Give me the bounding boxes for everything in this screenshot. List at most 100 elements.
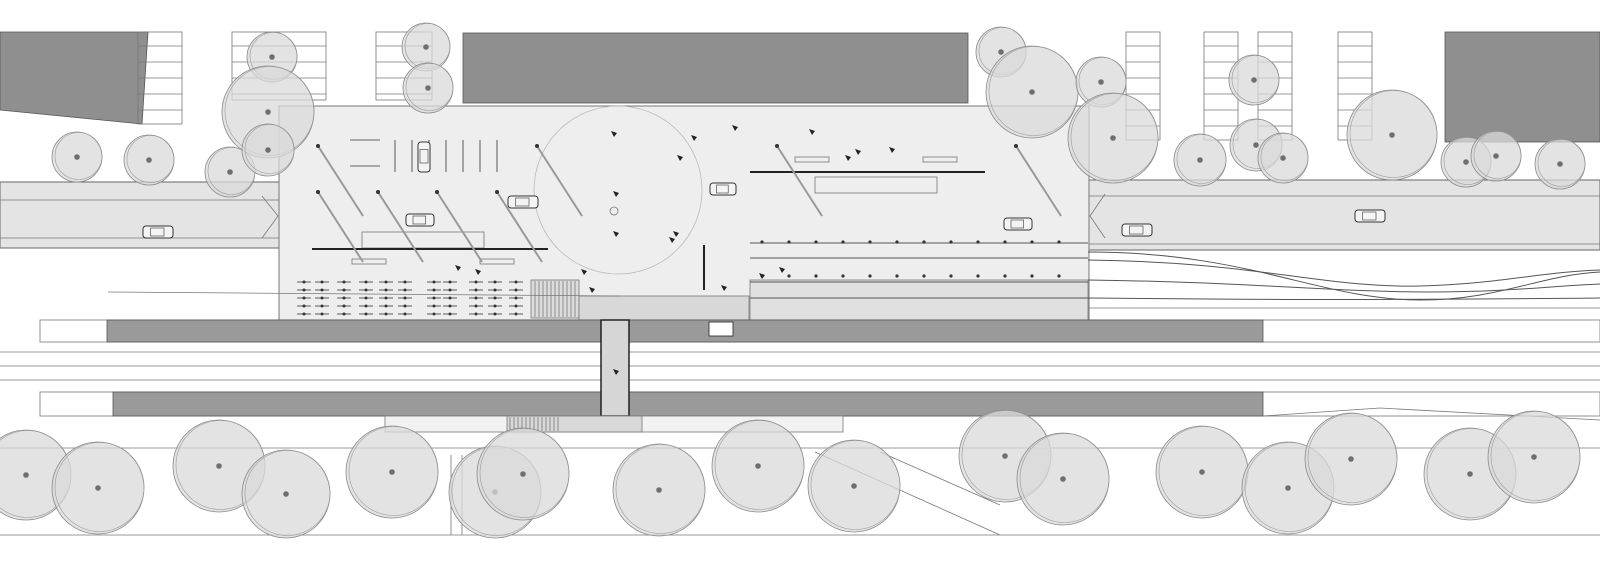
bicycle-rack-icon <box>342 280 346 284</box>
bicycle-rack-icon <box>403 304 407 308</box>
bicycle-rack-icon <box>364 280 368 284</box>
tree-trunk <box>1557 161 1563 167</box>
bicycle-rack-icon <box>364 288 368 292</box>
light-pole-icon <box>814 240 818 244</box>
tree-trunk <box>1110 135 1116 141</box>
tree-trunk <box>998 49 1004 55</box>
pole-shadow <box>536 145 583 217</box>
bicycle-rack-icon <box>302 280 306 284</box>
platform-south <box>112 391 1264 417</box>
bicycle-rack-icon <box>448 288 452 292</box>
bicycle-rack-icon <box>364 296 368 300</box>
light-pole-icon <box>775 144 779 148</box>
kiosk <box>351 258 387 265</box>
pedestrian-icon <box>855 149 861 155</box>
bicycle-rack-icon <box>448 304 452 308</box>
bicycle-rack-icon <box>320 280 324 284</box>
buildings <box>0 31 1600 143</box>
bicycle-rack-icon <box>403 312 407 316</box>
light-pole-icon <box>316 190 320 194</box>
tree-trunk <box>425 85 431 91</box>
bicycle-rack-icon <box>302 312 306 316</box>
platforms <box>0 319 1600 536</box>
pedestrian-icon <box>721 285 727 291</box>
tree-outline <box>244 450 331 536</box>
bicycle-rack-icon <box>493 288 497 292</box>
light-pole-icon <box>316 144 320 148</box>
building-east <box>1444 31 1600 143</box>
pedestrian-icon <box>845 155 851 161</box>
pole-shadow <box>776 145 823 217</box>
tree-outline <box>405 63 454 111</box>
tree-trunk <box>1463 159 1469 165</box>
light-pole-icon <box>1030 274 1034 278</box>
light-pole-icon <box>535 144 539 148</box>
bicycle-rack-icon <box>403 296 407 300</box>
tree-trunk <box>1060 476 1066 482</box>
bicycle-rack-icon <box>384 296 388 300</box>
tree-trunk <box>656 487 662 493</box>
car-windows <box>716 184 729 194</box>
pedestrian-icon <box>589 287 595 293</box>
bicycle-rack-icon <box>342 296 346 300</box>
trees <box>0 22 1586 539</box>
light-poles <box>316 144 1062 278</box>
tree-trunk <box>227 169 233 175</box>
tree-outline <box>244 124 295 174</box>
car-windows <box>1010 219 1024 229</box>
rail-curve <box>1087 251 1600 301</box>
light-pole-icon <box>976 274 980 278</box>
road-east <box>1087 179 1600 251</box>
rail-curve <box>1087 279 1600 293</box>
bicycle-rack-icon <box>514 296 518 300</box>
bicycle-rack-icon <box>320 304 324 308</box>
bicycle-rack-icon <box>474 304 478 308</box>
bicycle-rack-icon <box>320 288 324 292</box>
pedestrians <box>455 125 895 375</box>
tree-outline <box>1349 90 1438 178</box>
light-pole-icon <box>1003 240 1007 244</box>
pole-shadow <box>436 191 483 263</box>
tree-outline <box>1070 93 1159 181</box>
canopy-bench <box>814 176 938 194</box>
tree-trunk <box>146 157 152 163</box>
tree-trunk <box>23 472 29 478</box>
ramp <box>578 295 750 321</box>
car-windows <box>150 227 165 237</box>
tree-outline <box>1537 139 1586 187</box>
tree-outline <box>714 420 805 510</box>
tree-trunk <box>1348 456 1354 462</box>
car-windows <box>1362 211 1377 221</box>
bicycle-rack-icon <box>493 296 497 300</box>
light-pole-icon <box>787 240 791 244</box>
tree-outline <box>1473 131 1522 179</box>
light-pole-icon <box>868 274 872 278</box>
plaza-circle <box>533 105 703 275</box>
tree-trunk <box>1199 469 1205 475</box>
bicycle-rack-icon <box>448 280 452 284</box>
light-pole-icon <box>435 190 439 194</box>
pole-shadow <box>1015 145 1062 217</box>
light-pole-icon <box>787 274 791 278</box>
light-pole-icon <box>868 240 872 244</box>
pedestrian-icon <box>613 231 619 237</box>
bicycle-rack-icon <box>302 304 306 308</box>
tree-trunk <box>95 485 101 491</box>
pedestrian-icon <box>455 265 461 271</box>
tree-trunk <box>283 491 289 497</box>
bicycle-rack-icon <box>384 288 388 292</box>
pedestrian-icon <box>779 267 785 273</box>
pedestrian-icon <box>475 269 481 275</box>
pole-shadow <box>377 191 424 263</box>
car-windows <box>1129 225 1144 235</box>
light-pole-icon <box>841 274 845 278</box>
light-pole-icon <box>1003 274 1007 278</box>
bicycle-rack-icon <box>432 296 436 300</box>
light-pole-icon <box>495 190 499 194</box>
bicycle-rack-icon <box>342 304 346 308</box>
tree-trunk <box>1285 485 1291 491</box>
car-windows <box>515 197 530 207</box>
tree-outline <box>479 428 570 518</box>
bicycle-rack-icon <box>514 288 518 292</box>
tree-trunk <box>389 469 395 475</box>
